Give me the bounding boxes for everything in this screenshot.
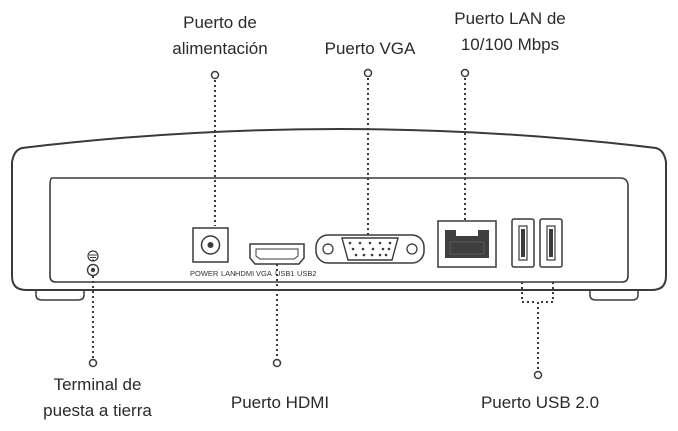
marker-power	[210, 70, 220, 80]
hdmi-callout-line1: Puerto HDMI	[230, 393, 330, 412]
marker-lan	[460, 68, 470, 78]
lan-port-callout: Puerto LAN de 10/100 Mbps	[430, 8, 590, 56]
port-label-power: POWER	[190, 269, 219, 278]
power-port	[192, 227, 229, 263]
port-label-lan: LAN	[221, 269, 236, 278]
leader-end-markers	[88, 68, 543, 380]
vga-callout-line1: Puerto VGA	[324, 39, 416, 58]
ground-callout-line1: Terminal de	[53, 375, 142, 394]
hdmi-port-callout: Puerto HDMI	[205, 392, 355, 414]
lan-callout-line1: Puerto LAN de	[454, 9, 566, 28]
port-label-vga: VGA	[256, 269, 272, 278]
usb-callout-line1: Puerto USB 2.0	[480, 393, 600, 412]
hdmi-port	[249, 243, 305, 265]
vga-pins	[348, 241, 392, 257]
power-port-callout: Puerto de alimentación	[150, 12, 290, 60]
port-label-usb2: USB2	[297, 269, 317, 278]
marker-hdmi	[272, 358, 282, 368]
ground-terminal-callout: Terminal de puesta a tierra	[30, 374, 165, 422]
usb2-port	[539, 218, 563, 268]
power-callout-line1: Puerto de	[183, 13, 257, 32]
lan-port	[437, 220, 497, 268]
leader-lines	[92, 78, 554, 370]
leader-usb-right	[541, 282, 554, 303]
power-callout-line2: alimentación	[172, 39, 268, 58]
marker-vga	[363, 68, 373, 78]
marker-ground	[88, 358, 98, 368]
lan-callout-line2: 10/100 Mbps	[460, 35, 560, 54]
marker-usb	[533, 370, 543, 380]
usb-port-callout: Puerto USB 2.0	[460, 392, 620, 414]
port-label-usb1: USB1	[275, 269, 295, 278]
vga-port-callout: Puerto VGA	[300, 38, 440, 60]
ground-callout-line2: puesta a tierra	[43, 401, 152, 420]
port-label-hdmi: HDMI	[235, 269, 254, 278]
leader-usb-left	[521, 282, 534, 303]
vga-port	[315, 234, 425, 264]
ground-terminal-icon	[86, 250, 100, 277]
usb1-port	[511, 218, 535, 268]
